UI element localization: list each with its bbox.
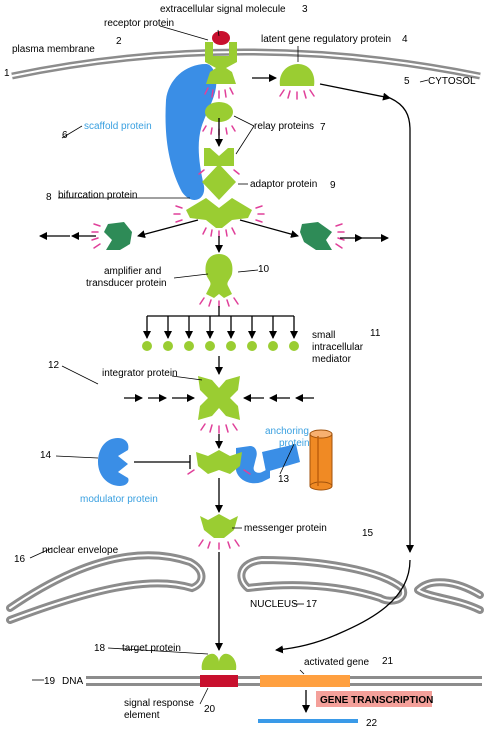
number-22: 22: [366, 718, 378, 729]
number-7: 7: [320, 122, 326, 133]
label-receptor-protein: receptor protein: [104, 18, 174, 29]
number-5: 5: [404, 76, 410, 87]
inhibition-line: [134, 455, 191, 469]
label-modulator-protein: modulator protein: [80, 494, 158, 505]
number-20: 20: [204, 704, 216, 715]
label-latent-gene-regulatory-protein: latent gene regulatory protein: [261, 34, 391, 45]
number-18: 18: [94, 643, 106, 654]
number-4: 4: [402, 34, 408, 45]
label-gene-transcription: GENE TRANSCRIPTION: [320, 695, 433, 706]
modulator-protein-shape: [98, 438, 129, 486]
mediator-dot: [268, 341, 278, 351]
target-protein-shape: [201, 653, 237, 670]
label-anchoring-line2: protein: [279, 438, 310, 449]
label-messenger-protein: messenger protein: [244, 523, 327, 534]
mediator-dot: [142, 341, 152, 351]
number-14: 14: [40, 450, 52, 461]
left-branch-protein: [104, 222, 132, 250]
number-19: 19: [44, 676, 56, 687]
scaffold-protein-shape: [165, 64, 217, 200]
number-labels: 1 2 3 4 5 6 7 8 9 10 11 12 13 14 15 16 1…: [4, 4, 410, 729]
number-3: 3: [302, 4, 308, 15]
number-15: 15: [362, 528, 374, 539]
label-nucleus: NUCLEUS: [250, 599, 298, 610]
anchor-cylinder: [309, 429, 333, 491]
number-1: 1: [4, 68, 10, 79]
mediator-dot: [226, 341, 236, 351]
leader-lines: [29, 25, 429, 705]
dna-strand: [86, 675, 482, 687]
signal-arrows: [39, 74, 414, 713]
amplifier-transducer-protein: [205, 254, 233, 298]
number-10: 10: [258, 264, 270, 275]
label-extracellular-signal-molecule: extracellular signal molecule: [160, 4, 286, 15]
label-scaffold-protein: scaffold protein: [84, 121, 152, 132]
mediator-dot: [289, 341, 299, 351]
relay-protein-1: [205, 102, 233, 122]
activated-gene-bar: [260, 675, 350, 687]
receptor-protein: [205, 31, 237, 84]
number-21: 21: [382, 656, 394, 667]
label-small-line2: intracellular: [312, 342, 364, 353]
small-mediators: [142, 341, 299, 351]
label-amplifier-line1: amplifier and: [104, 266, 161, 277]
label-signal-response-line2: element: [124, 710, 160, 721]
anchoring-protein: [236, 444, 300, 484]
label-anchoring-line1: anchoring: [265, 426, 309, 437]
label-cytosol: CYTOSOL: [428, 76, 476, 87]
label-target-protein: target protein: [122, 643, 181, 654]
label-amplifier-line2: transducer protein: [86, 278, 167, 289]
gene-transcription-box: [316, 691, 432, 707]
number-6: 6: [62, 130, 68, 141]
label-signal-response-line1: signal response: [124, 698, 194, 709]
label-small-line1: small: [312, 330, 335, 341]
right-branch-protein: [300, 222, 332, 250]
extracellular-signal-molecule: [212, 31, 230, 45]
label-small-line3: mediator: [312, 354, 352, 365]
mediator-dot: [163, 341, 173, 351]
number-12: 12: [48, 360, 60, 371]
mediator-dot: [247, 341, 257, 351]
label-relay-proteins: relay proteins: [254, 121, 314, 132]
adaptor-protein-shape: [202, 164, 236, 200]
number-11: 11: [370, 328, 381, 339]
mrna-bar: [258, 719, 358, 723]
relay-protein-2: [204, 148, 234, 166]
label-plasma-membrane: plasma membrane: [12, 44, 95, 55]
messenger-protein-shape: [200, 514, 238, 538]
number-2: 2: [116, 36, 122, 47]
label-bifurcation-protein: bifurcation protein: [58, 190, 138, 201]
latent-gene-regulatory-protein: [279, 64, 315, 86]
number-8: 8: [46, 192, 52, 203]
label-adaptor-protein: adaptor protein: [250, 179, 317, 190]
signal-response-element-bar: [200, 675, 238, 687]
number-9: 9: [330, 180, 336, 191]
number-17: 17: [306, 599, 318, 610]
number-13: 13: [278, 474, 290, 485]
label-nuclear-envelope: nuclear envelope: [42, 545, 119, 556]
text-labels: extracellular signal molecule receptor p…: [12, 4, 476, 721]
label-integrator-protein: integrator protein: [102, 368, 178, 379]
scaffolded-protein: [196, 450, 242, 474]
mediator-dot: [184, 341, 194, 351]
bifurcation-protein-shape: [186, 198, 252, 228]
mediator-dot: [205, 341, 215, 351]
label-activated-gene: activated gene: [304, 657, 369, 668]
plasma-membrane: [11, 48, 481, 80]
number-16: 16: [14, 554, 26, 565]
integrator-protein-shape: [198, 376, 240, 420]
label-dna: DNA: [62, 676, 83, 687]
